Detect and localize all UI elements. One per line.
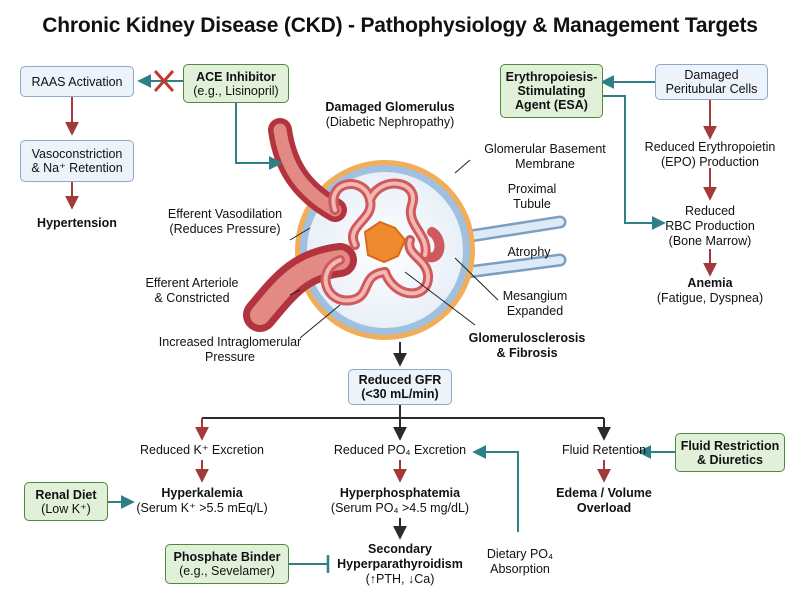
hyperphosphatemia-sub: (Serum PO₄ >4.5 mg/dL) — [330, 501, 470, 515]
efferent-constricted-label: Efferent Arteriole & Constricted — [132, 276, 252, 306]
damaged-glomerulus-title: Damaged Glomerulus — [325, 100, 455, 114]
sclerosis-line2: & Fibrosis — [496, 346, 558, 360]
phosphate-binder-example: (e.g., Sevelamer) — [179, 564, 275, 578]
pressure-line1: Increased Intraglomerular — [158, 335, 302, 349]
secondary-line1: Secondary — [368, 542, 432, 556]
damaged-glomerulus-label: Damaged Glomerulus (Diabetic Nephropathy… — [310, 100, 470, 130]
ace-inhibitor-example: (e.g., Lisinopril) — [193, 83, 279, 98]
epo-line2: (EPO) Production — [661, 155, 759, 169]
mesangium-line2: Expanded — [506, 304, 564, 318]
inhibit-x-icon — [153, 69, 175, 93]
page-title: Chronic Kidney Disease (CKD) - Pathophys… — [42, 14, 758, 37]
mesangium — [363, 220, 407, 264]
fluid-restriction-line1: Fluid Restriction — [680, 438, 780, 453]
anemia-title: Anemia — [687, 276, 733, 290]
sclerosis-line1: Glomerulosclerosis — [468, 331, 586, 345]
edema-line1: Edema / Volume — [556, 486, 652, 500]
dietary-po4-label: Dietary PO₄ Absorption — [472, 547, 568, 577]
fluid-restriction-line2: & Diuretics — [697, 452, 763, 467]
esa-line1: Erythropoiesis- — [505, 70, 598, 84]
renal-diet-sub: (Low K⁺) — [41, 501, 91, 516]
phosphate-binder-box: Phosphate Binder (e.g., Sevelamer) — [165, 544, 289, 584]
hyperkalemia-title: Hyperkalemia — [161, 486, 243, 500]
edema-line2: Overload — [576, 501, 632, 515]
efferent-vaso-line1: Efferent Vasodilation — [167, 207, 283, 221]
reduced-gfr-box: Reduced GFR (<30 mL/min) — [348, 369, 452, 405]
peritubular-line1: Damaged — [684, 68, 739, 82]
arrow-ace-to-efferent — [235, 103, 283, 170]
peritubular-cells-box: Damaged Peritubular Cells — [655, 64, 768, 100]
proximal-line2: Tubule — [513, 197, 551, 211]
gbm-line2: Membrane — [515, 157, 575, 171]
reduced-k-excretion-label: Reduced K⁺ Excretion — [139, 443, 265, 457]
renal-diet-title: Renal Diet — [35, 487, 97, 502]
proximal-tubule-label: Proximal Tubule — [492, 182, 572, 212]
pressure-line2: Pressure — [204, 350, 256, 364]
epo-line1: Reduced Erythropoietin — [644, 140, 776, 154]
vasoconstriction-box: Vasoconstriction & Na⁺ Retention — [20, 140, 134, 182]
secondary-line2: Hyperparathyroidism — [337, 557, 463, 571]
esa-line2: Stimulating — [517, 84, 586, 98]
hyperphosphatemia-title: Hyperphosphatemia — [339, 486, 461, 500]
intraglomerular-pressure-label: Increased Intraglomerular Pressure — [155, 335, 305, 365]
esa-line3: Agent (ESA) — [515, 98, 588, 112]
phosphate-binder-title: Phosphate Binder — [173, 550, 281, 564]
hyperkalemia-sub: (Serum K⁺ >5.5 mEq/L) — [136, 501, 268, 515]
esa-box: Erythropoiesis- Stimulating Agent (ESA) — [500, 64, 603, 118]
efferent-constricted-line1: Efferent Arteriole — [145, 276, 239, 290]
secondary-hpt-label: Secondary Hyperparathyroidism (↑PTH, ↓Ca… — [330, 542, 470, 587]
efferent-vaso-line2: (Reduces Pressure) — [169, 222, 281, 236]
mesangium-line1: Mesangium — [502, 289, 568, 303]
leader-lines — [289, 159, 499, 339]
gfr-value: (<30 mL/min) — [361, 387, 439, 401]
dietary-line2: Absorption — [490, 562, 550, 576]
hyperphosphatemia-label: Hyperphosphatemia (Serum PO₄ >4.5 mg/dL) — [322, 486, 478, 516]
raas-activation-box: RAAS Activation — [20, 66, 134, 97]
vasoconstriction-line1: Vasoconstriction — [31, 147, 123, 161]
gbm-label: Glomerular Basement Membrane — [470, 142, 620, 172]
atrophy-label: Atrophy — [507, 245, 551, 259]
dietary-line1: Dietary PO₄ — [486, 547, 554, 561]
glomerulus-illustration — [243, 118, 567, 340]
raas-activation-label: RAAS Activation — [31, 74, 123, 89]
damaged-glomerulus-sub: (Diabetic Nephropathy) — [325, 115, 455, 129]
hypertension-label: Hypertension — [37, 216, 117, 230]
peritubular-line2: Peritubular Cells — [665, 82, 758, 96]
gfr-title: Reduced GFR — [358, 373, 442, 387]
anemia-sub: (Fatigue, Dyspnea) — [656, 291, 764, 305]
fluid-restriction-box: Fluid Restriction & Diuretics — [675, 433, 785, 472]
renal-diet-box: Renal Diet (Low K⁺) — [24, 482, 108, 521]
anemia-label: Anemia (Fatigue, Dyspnea) — [645, 276, 775, 306]
arrow-esa-to-rbc — [603, 95, 666, 230]
reduced-rbc-label: Reduced RBC Production (Bone Marrow) — [655, 204, 765, 249]
arrow-dietary-to-po4 — [472, 445, 519, 532]
hyperkalemia-label: Hyperkalemia (Serum K⁺ >5.5 mEq/L) — [128, 486, 276, 516]
fluid-retention-label: Fluid Retention — [561, 443, 647, 457]
proximal-line1: Proximal — [507, 182, 557, 196]
ace-inhibitor-title: ACE Inhibitor — [196, 69, 276, 84]
reduced-epo-label: Reduced Erythropoietin (EPO) Production — [630, 140, 790, 170]
glomerulosclerosis-label: Glomerulosclerosis & Fibrosis — [458, 331, 596, 361]
mesangium-label: Mesangium Expanded — [490, 289, 580, 319]
rbc-line1: Reduced — [684, 204, 736, 218]
edema-label: Edema / Volume Overload — [545, 486, 663, 516]
efferent-constricted-line2: & Constricted — [154, 291, 230, 305]
vasoconstriction-line2: & Na⁺ Retention — [31, 161, 123, 175]
reduced-po4-excretion-label: Reduced PO₄ Excretion — [333, 443, 467, 457]
ace-inhibitor-box: ACE Inhibitor (e.g., Lisinopril) — [183, 64, 289, 103]
rbc-line3: (Bone Marrow) — [668, 234, 752, 248]
efferent-vasodilation-label: Efferent Vasodilation (Reduces Pressure) — [160, 207, 290, 237]
secondary-sub: (↑PTH, ↓Ca) — [365, 572, 435, 586]
gbm-line1: Glomerular Basement — [484, 142, 606, 156]
rbc-line2: RBC Production — [665, 219, 755, 233]
